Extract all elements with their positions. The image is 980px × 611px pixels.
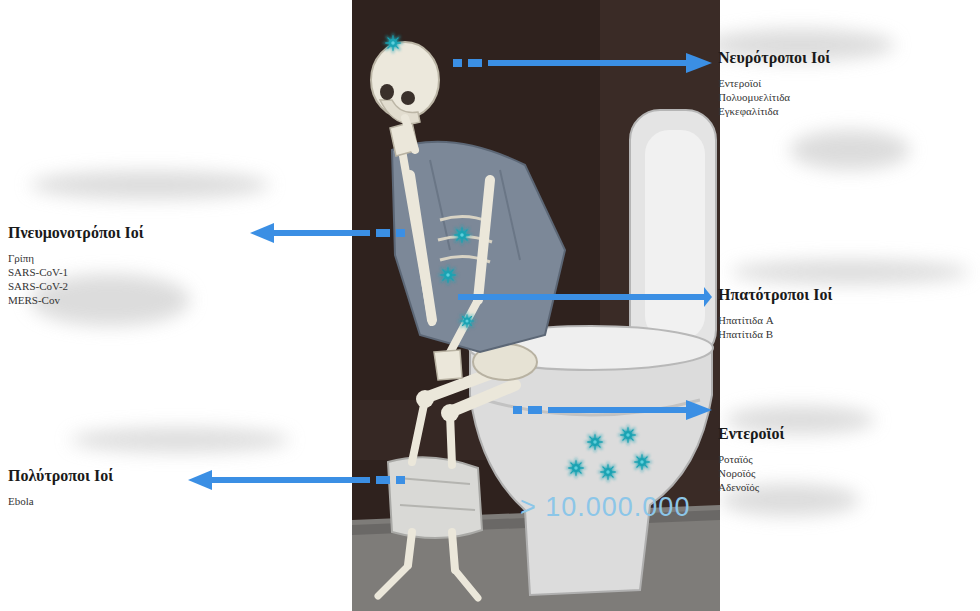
virus-name: MERS-Cov <box>8 293 144 307</box>
virus-name: Ebola <box>8 494 113 508</box>
virus-name: SARS-CoV-1 <box>8 265 144 279</box>
virus-marker <box>384 34 651 481</box>
category-heading: Νευρότροποι Ιοί <box>718 48 830 68</box>
category-heading: Πνευμονοτρόποι Ιοί <box>8 223 144 243</box>
category-heading: Πολύτροποι Ιοί <box>8 466 113 486</box>
virus-name: Ροταϊός <box>718 452 785 466</box>
category-label: Πολύτροποι ΙοίEbola <box>8 466 113 508</box>
virus-name: Ηπατίτιδα A <box>718 313 832 327</box>
category-label: Νευρότροποι ΙοίΕντεροϊοίΠολυομυελίτιδαΕγ… <box>718 48 830 118</box>
category-label: ΕντεροϊοίΡοταϊόςΝοροϊόςΑδενοϊός <box>718 424 785 494</box>
category-heading: Ηπατότροποι Ιοί <box>718 285 832 305</box>
count-label: > 10.000.000 <box>520 492 690 523</box>
category-label: Πνευμονοτρόποι ΙοίΓρίπηSARS-CoV-1SARS-Co… <box>8 223 144 307</box>
category-heading: Εντεροϊοί <box>718 424 785 444</box>
leader-arrow <box>188 53 712 490</box>
virus-name: Εγκεφαλίτιδα <box>718 104 830 118</box>
virus-name: Γρίπη <box>8 251 144 265</box>
virus-name: Νοροϊός <box>718 466 785 480</box>
virus-name: Εντεροϊοί <box>718 76 830 90</box>
category-label: Ηπατότροποι ΙοίΗπατίτιδα AΗπατίτιδα B <box>718 285 832 341</box>
virus-name: Πολυομυελίτιδα <box>718 90 830 104</box>
virus-name: Αδενοϊός <box>718 480 785 494</box>
skeleton-photo <box>352 0 720 611</box>
virus-name: SARS-CoV-2 <box>8 279 144 293</box>
virus-name: Ηπατίτιδα B <box>718 327 832 341</box>
